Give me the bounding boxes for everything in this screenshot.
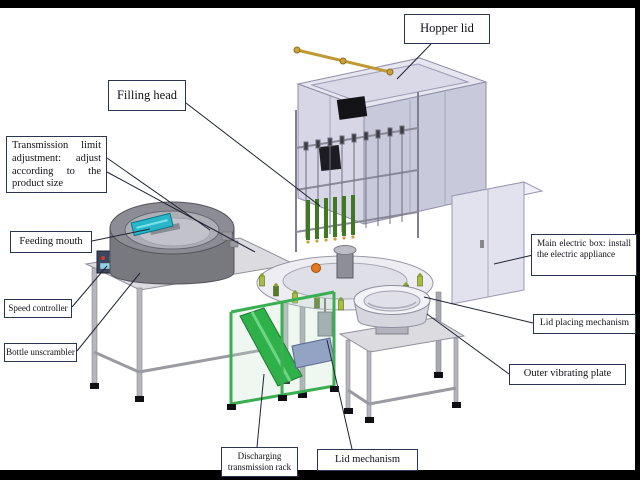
leader-filling-head — [185, 102, 321, 207]
leader-lines — [71, 43, 534, 450]
letterbox-bottom — [0, 470, 640, 480]
label-hopper-lid: Hopper lid — [404, 14, 490, 44]
leader-outer-vibrating — [426, 313, 510, 375]
letterbox-right — [635, 0, 640, 480]
bottle-unscrambler-drum — [109, 201, 239, 285]
leader-bottle-unscrambler — [76, 272, 141, 352]
leader-lid-mechanism — [326, 339, 353, 450]
vibrating-plate-table — [338, 317, 466, 423]
label-filling-head: Filling head — [108, 80, 186, 111]
label-feeding-mouth: Feeding mouth — [10, 231, 92, 253]
leader-lid-placing — [423, 296, 534, 324]
main-electric-box-part — [450, 181, 544, 305]
filling-nozzles — [306, 195, 355, 240]
filling-head-assembly — [295, 92, 419, 252]
orange-star-wheel — [311, 263, 321, 273]
leader-discharging — [256, 373, 265, 448]
nozzle-tips — [306, 235, 355, 244]
outer-vibrating-plate-part — [353, 285, 431, 335]
leader-hopper-lid — [396, 43, 432, 80]
label-transmission-limit: Transmission limit adjustment: adjust ac… — [6, 136, 107, 193]
lid-mechanism-part — [317, 298, 333, 337]
leader-main-electric-box — [493, 254, 534, 265]
feeding-mouth-part — [130, 212, 174, 237]
label-main-electric-box: Main electric box: install the electric … — [531, 234, 637, 276]
label-outer-vibrating-plate: Outer vibrating plate — [509, 364, 626, 385]
discharging-conveyor — [227, 290, 339, 410]
label-bottle-unscrambler: Bottle unscrambler — [4, 343, 77, 362]
piston-rods — [303, 125, 405, 238]
label-discharging-transmission-rack: Discharging transmission rack — [221, 447, 298, 477]
leader-feeding-mouth — [91, 228, 151, 242]
leader-speed-controller — [71, 265, 108, 308]
label-speed-controller: Speed controller — [4, 299, 72, 318]
leader-transmission-2 — [106, 171, 256, 253]
letterbox-top — [0, 0, 640, 8]
motor-top — [336, 96, 368, 120]
label-lid-mechanism: Lid mechanism — [317, 449, 418, 471]
label-lid-placing-mechanism: Lid placing mechanism — [533, 314, 636, 334]
